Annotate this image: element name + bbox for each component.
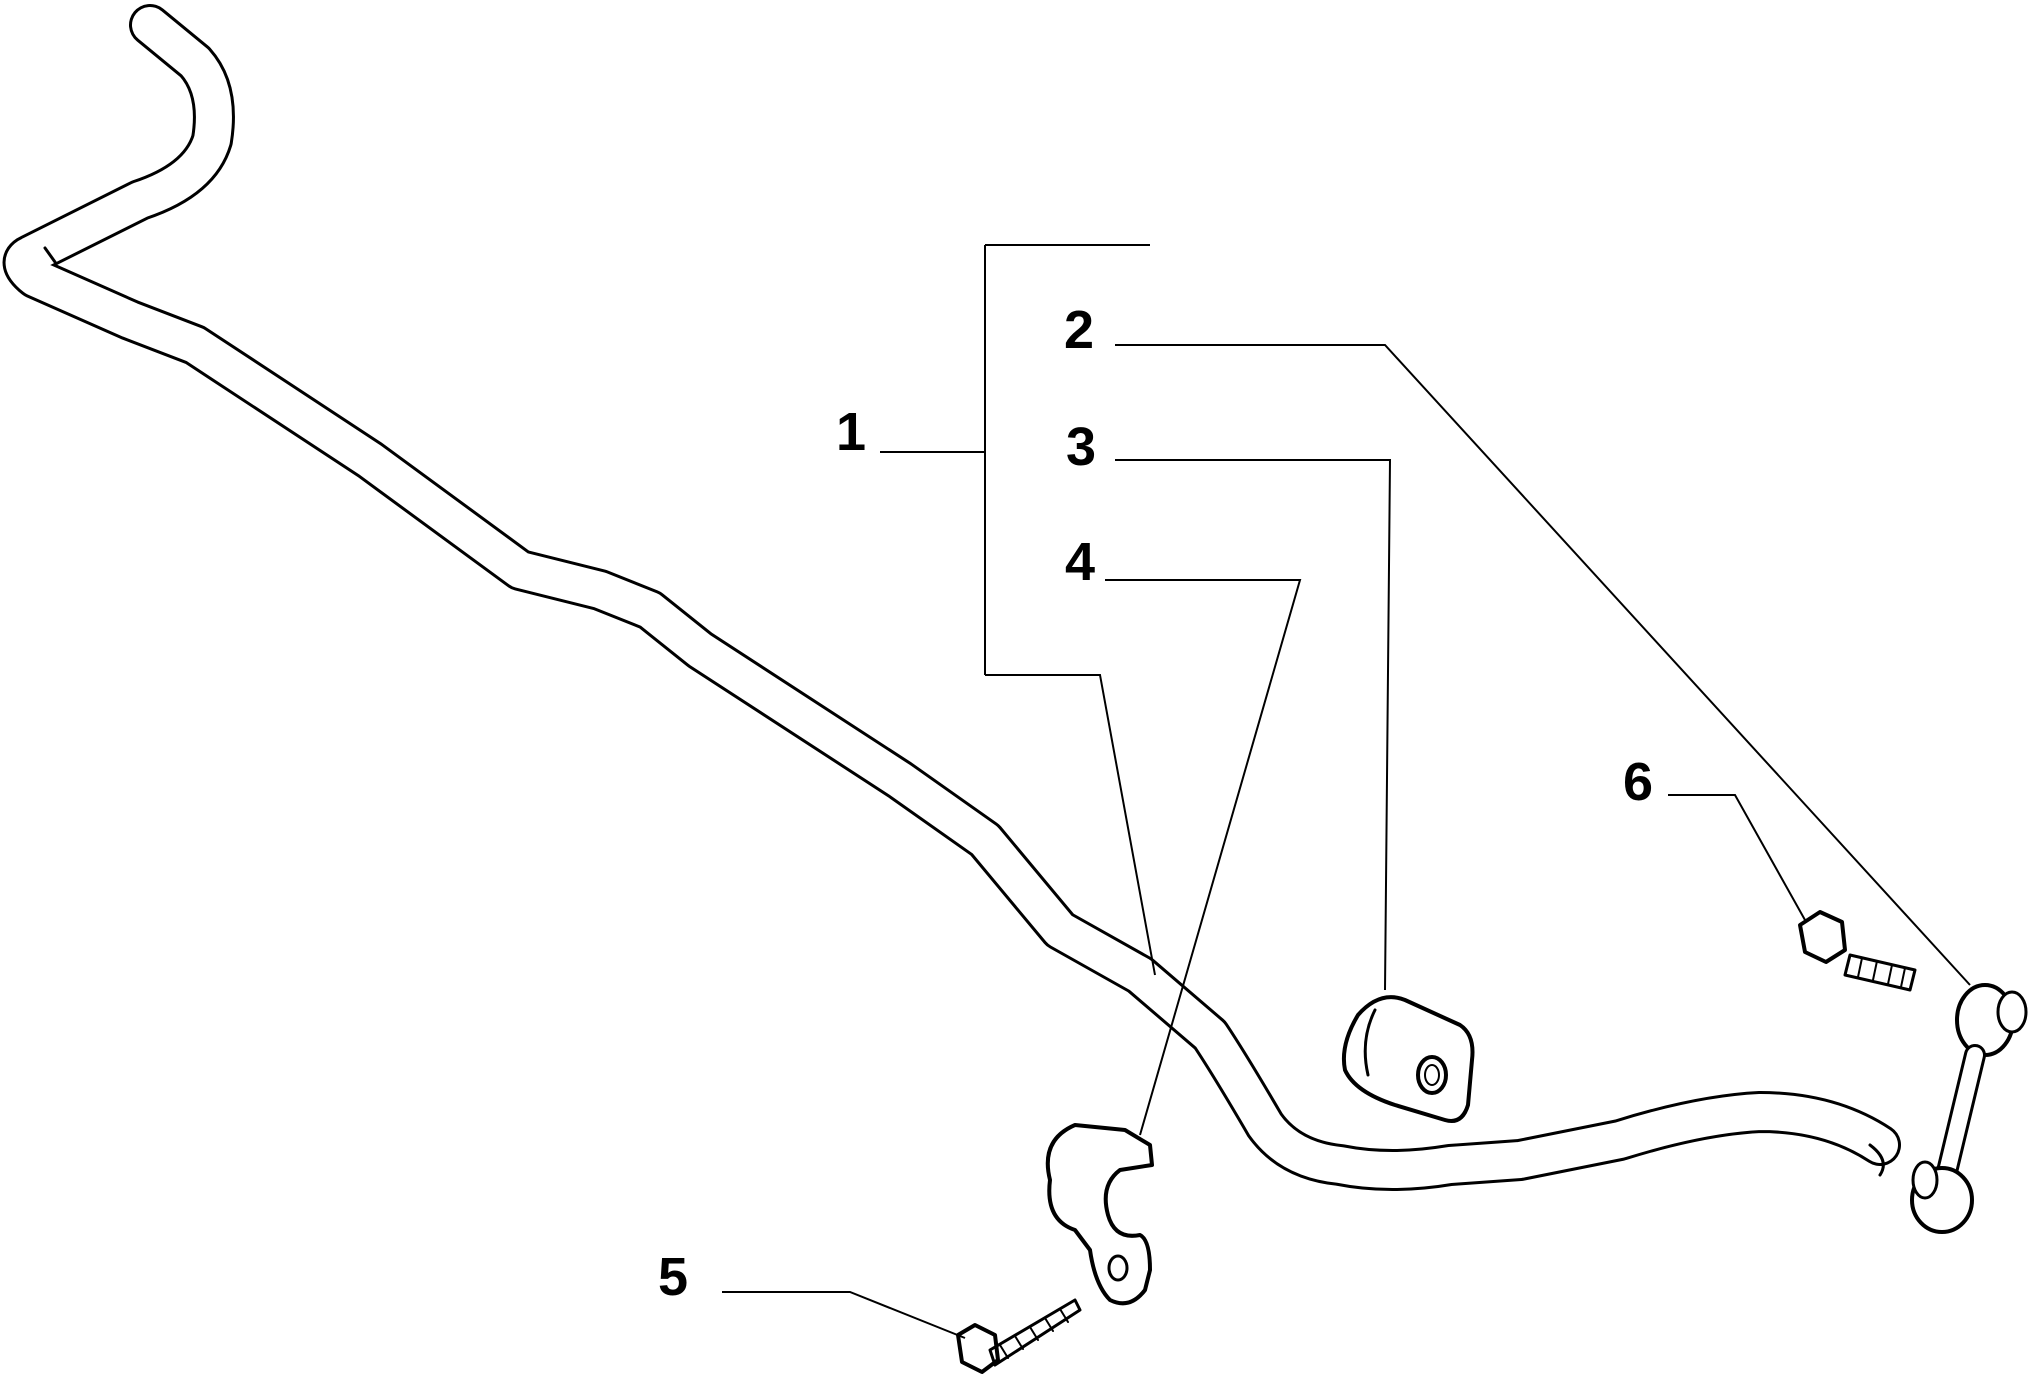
stabilizer-bar	[2, 4, 1901, 1191]
callout-4: 4	[1065, 535, 1095, 589]
callout-6-label: 6	[1623, 752, 1654, 812]
callout-3: 3	[1066, 420, 1096, 474]
callout-4-label: 4	[1065, 532, 1096, 592]
callout-3-label: 3	[1066, 417, 1097, 477]
link-rod-part	[1910, 983, 2028, 1234]
callout-1-label: 1	[836, 402, 867, 462]
callout-1: 1	[836, 405, 866, 459]
callout-2: 2	[1064, 303, 1094, 357]
bushing-part	[1341, 995, 1475, 1123]
bolt-5-part	[956, 1298, 1082, 1374]
clamp-bracket-part	[1045, 1123, 1154, 1306]
callout-2-label: 2	[1064, 300, 1095, 360]
callout-5-label: 5	[658, 1247, 689, 1307]
leader-lines	[722, 244, 1971, 1339]
callout-6: 6	[1623, 755, 1653, 809]
bolt-6-part	[1798, 910, 1917, 992]
callout-5: 5	[658, 1250, 688, 1304]
